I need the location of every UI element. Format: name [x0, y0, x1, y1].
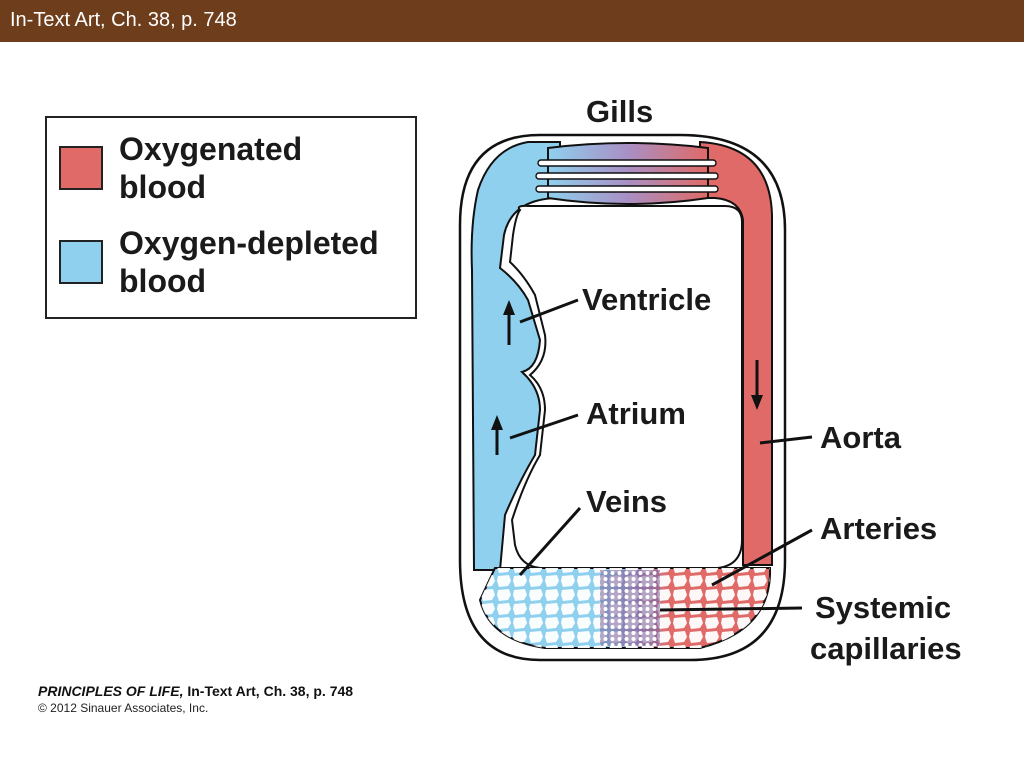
legend-label-oxygenated: Oxygenated blood — [119, 130, 302, 206]
footer-book-title: PRINCIPLES OF LIFE, — [38, 683, 184, 699]
legend-oxygenated-line2: blood — [119, 169, 207, 205]
legend-swatch-depleted — [59, 240, 103, 284]
slide-header: In-Text Art, Ch. 38, p. 748 — [0, 0, 1024, 42]
legend-label-depleted: Oxygen-depleted blood — [119, 224, 379, 300]
depleted-vessel — [470, 141, 561, 571]
capillary-bed — [478, 567, 772, 649]
slide-title: In-Text Art, Ch. 38, p. 748 — [10, 9, 237, 31]
label-gills: Gills — [586, 94, 653, 129]
oxygenated-vessel — [699, 140, 773, 566]
legend-oxygenated-line1: Oxygenated — [119, 131, 303, 167]
gills — [535, 142, 719, 205]
label-capillaries-line1: Systemic — [815, 590, 951, 625]
footer-copyright: © 2012 Sinauer Associates, Inc. — [38, 701, 209, 715]
legend-swatch-oxygenated — [59, 146, 103, 190]
legend-depleted-line1: Oxygen-depleted — [119, 225, 379, 261]
label-arteries: Arteries — [820, 511, 937, 546]
leader-lines — [509, 298, 813, 612]
label-capillaries-line2: capillaries — [810, 631, 962, 666]
label-aorta: Aorta — [820, 420, 902, 455]
label-veins: Veins — [586, 484, 667, 519]
legend: Oxygenated blood Oxygen-depleted blood — [45, 116, 417, 319]
label-ventricle: Ventricle — [582, 282, 711, 317]
footer-citation: PRINCIPLES OF LIFE, In-Text Art, Ch. 38,… — [38, 683, 353, 699]
label-atrium: Atrium — [586, 396, 686, 431]
legend-depleted-line2: blood — [119, 263, 207, 299]
footer-reference: In-Text Art, Ch. 38, p. 748 — [187, 683, 354, 699]
flow-arrows — [491, 300, 763, 455]
inner-space — [508, 204, 743, 569]
